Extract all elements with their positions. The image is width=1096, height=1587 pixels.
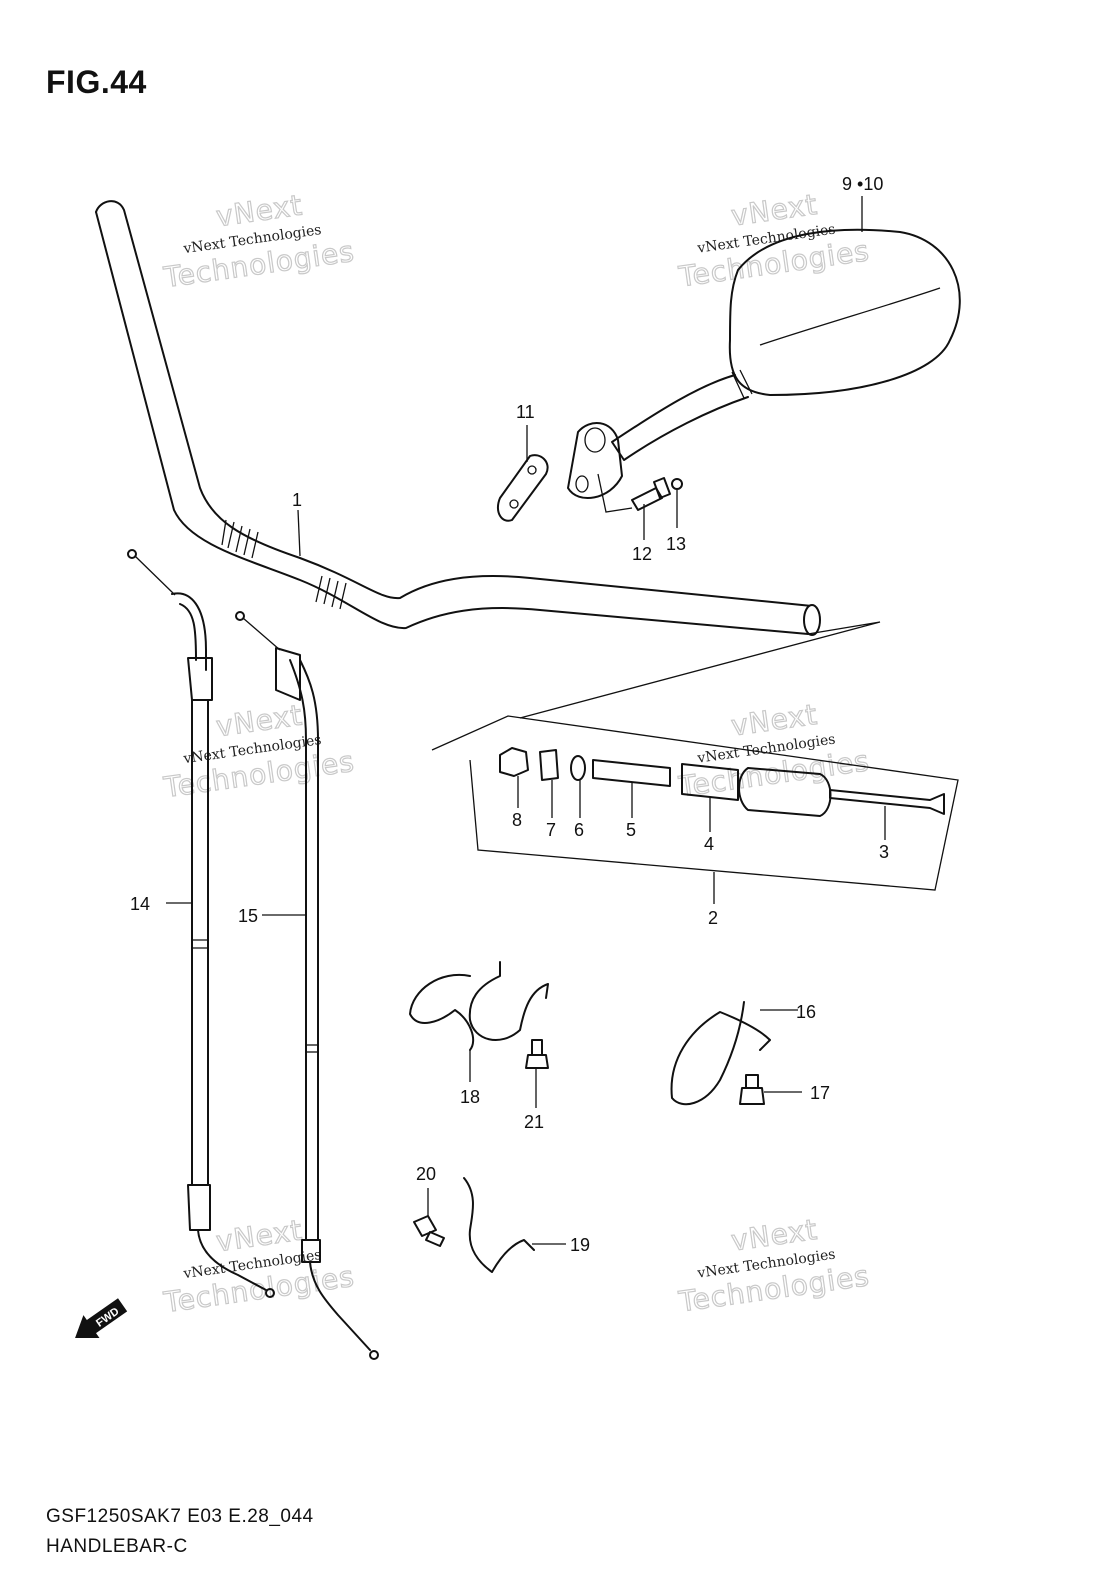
callout-9-10: 9 •10 [842,174,883,194]
callout-5: 5 [626,820,636,840]
callout-6: 6 [574,820,584,840]
watermark-mid-right: vNext vNext Technologies Technologies [675,697,872,804]
callout-12: 12 [632,544,652,564]
callout-20: 20 [416,1164,436,1184]
callout-15: 15 [238,906,258,926]
watermark-top-right: vNext vNext Technologies Technologies [675,187,872,294]
mirror-part-9-10 [611,228,961,461]
bolt-part-21 [525,1039,549,1108]
bolt-part-20 [413,1188,445,1247]
callout-18: 18 [460,1087,480,1107]
handlebar-part-1 [95,200,821,636]
callout-2: 2 [708,908,718,928]
clamp-part-18 [409,961,549,1082]
callout-17: 17 [810,1083,830,1103]
callout-7: 7 [546,820,556,840]
washer-part-13 [671,478,683,528]
callout-13: 13 [666,534,686,554]
callout-14: 14 [130,894,150,914]
callout-3: 3 [879,842,889,862]
cable-part-15 [235,611,379,1360]
callout-8: 8 [512,810,522,830]
watermark-bottom-right: vNext vNext Technologies Technologies [675,1212,872,1319]
cable-part-14 [127,549,275,1298]
figure-title: FIG.44 [46,64,147,100]
mirror-clamp [567,422,633,513]
plate-part-11 [496,425,549,522]
model-code: GSF1250SAK7 E03 E.28_044 [46,1506,314,1527]
fwd-arrow-icon: FWD [75,1298,128,1339]
watermark-mid-left: vNext vNext Technologies Technologies [161,698,358,805]
callout-11: 11 [516,402,535,422]
callout-16: 16 [796,1002,816,1022]
diagram-name: HANDLEBAR-C [46,1536,188,1557]
watermark-bottom-left: vNext vNext Technologies Technologies [161,1213,358,1320]
bar-end-assembly-part-2 [431,621,959,904]
clamp-part-16 [670,1001,798,1106]
clip-part-19 [463,1177,566,1273]
callout-4: 4 [704,834,714,854]
watermark-top-left: vNext vNext Technologies Technologies [161,188,358,295]
callout-21: 21 [524,1112,544,1132]
callout-1: 1 [292,490,302,510]
callout-19: 19 [570,1235,590,1255]
bolt-part-17 [739,1074,802,1105]
bolt-part-12 [631,477,671,540]
leader-1 [297,509,301,557]
